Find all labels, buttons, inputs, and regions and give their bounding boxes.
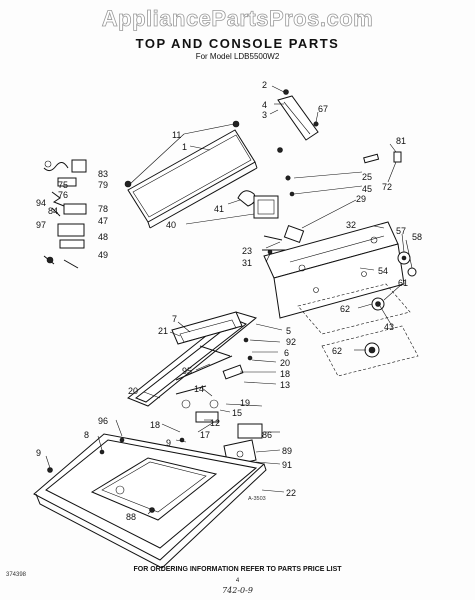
lid-frame-drawing (127, 311, 258, 407)
callout-75: 75 (58, 180, 68, 190)
callout-62-bottom: 62 (332, 346, 342, 356)
callout-22: 22 (286, 488, 296, 498)
timer-switch-drawing (237, 190, 305, 255)
callout-79: 79 (98, 180, 108, 190)
callout-1: 1 (182, 142, 187, 152)
callout-48: 48 (98, 232, 108, 242)
callout-25: 25 (362, 172, 372, 182)
callout-20-right: 20 (280, 358, 290, 368)
lid-switch-drawing (175, 337, 253, 423)
callout-23: 23 (242, 246, 252, 256)
callout-14: 14 (194, 384, 204, 394)
callout-8: 8 (84, 430, 89, 440)
callout-6: 6 (284, 348, 289, 358)
callout-76: 76 (58, 190, 68, 200)
callout-83: 83 (98, 169, 108, 179)
callout-58: 58 (412, 232, 422, 242)
callout-4: 4 (262, 100, 267, 110)
callout-17: 17 (200, 430, 210, 440)
leader-lines (45, 85, 413, 515)
callout-47: 47 (98, 216, 108, 226)
callout-32: 32 (346, 220, 356, 230)
callout-97: 97 (36, 220, 46, 230)
callout-labels: 2 4 67 3 11 1 81 25 45 72 83 79 75 76 78… (36, 80, 422, 522)
callout-15: 15 (232, 408, 242, 418)
handwritten-note: 742-0-9 (222, 586, 253, 595)
callout-61: 61 (398, 278, 408, 288)
ordering-note: FOR ORDERING INFORMATION REFER TO PARTS … (133, 566, 342, 573)
callout-84: 84 (48, 206, 58, 216)
callout-62-top: 62 (340, 304, 350, 314)
console-drawing (263, 221, 417, 319)
callout-29: 29 (356, 194, 366, 204)
callout-81: 81 (396, 136, 406, 146)
callout-18-left: 18 (150, 420, 160, 430)
document-number: 374398 (6, 572, 27, 578)
callout-57: 57 (396, 226, 406, 236)
callout-18-right: 18 (280, 369, 290, 379)
callout-54: 54 (378, 266, 388, 276)
callout-21: 21 (158, 326, 168, 336)
callout-7: 7 (172, 314, 177, 324)
callout-40: 40 (166, 220, 176, 230)
callout-92: 92 (286, 337, 296, 347)
callout-9-mid: 9 (166, 438, 171, 448)
small-hardware-right (285, 151, 402, 197)
callout-95: 95 (182, 366, 192, 376)
left-parts-cluster (43, 159, 87, 269)
callout-72: 72 (382, 182, 392, 192)
callout-88: 88 (126, 512, 136, 522)
callout-3: 3 (262, 110, 267, 120)
dashed-panels (297, 283, 419, 377)
model-subtitle: For Model LDB5500W2 (195, 52, 280, 61)
callout-19: 19 (240, 398, 250, 408)
callout-45: 45 (362, 184, 372, 194)
callout-11: 11 (172, 130, 181, 140)
callout-86: 86 (262, 430, 272, 440)
callout-67: 67 (318, 104, 328, 114)
page-number: 4 (235, 578, 240, 584)
page-title: TOP AND CONSOLE PARTS (135, 36, 340, 51)
callout-2: 2 (262, 80, 267, 90)
watermark: AppliancePartsPros.com (101, 6, 374, 32)
callout-12: 12 (210, 418, 220, 428)
callout-94: 94 (36, 198, 46, 208)
callout-20-left: 20 (128, 386, 138, 396)
callout-49: 49 (98, 250, 108, 260)
callout-13: 13 (280, 380, 290, 390)
bracket-drawing (277, 89, 319, 153)
callout-41: 41 (214, 204, 224, 214)
diagram-reference-code: A-3503 (248, 496, 266, 502)
callout-96: 96 (98, 416, 108, 426)
callout-43: 43 (384, 322, 394, 332)
callout-9-left: 9 (36, 448, 41, 458)
top-panel-drawing (124, 120, 258, 229)
callout-91: 91 (282, 460, 292, 470)
cabinet-top-drawing (33, 433, 267, 569)
callout-89: 89 (282, 446, 292, 456)
callout-78: 78 (98, 204, 108, 214)
callout-5: 5 (286, 326, 291, 336)
callout-31: 31 (242, 258, 252, 268)
